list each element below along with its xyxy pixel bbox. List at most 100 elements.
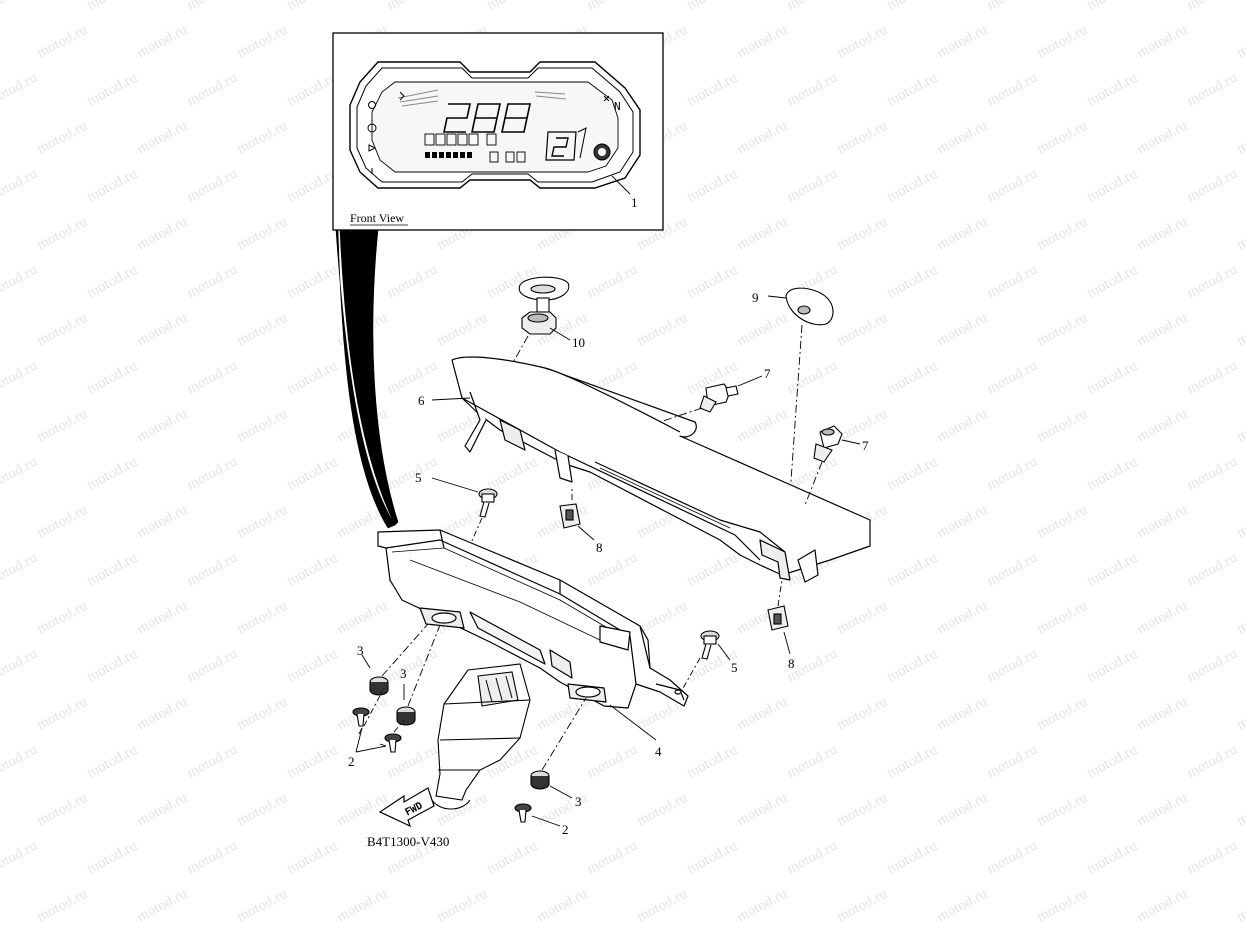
watermark-text: motod.ru	[0, 70, 41, 110]
watermark-text: motod.ru	[884, 838, 940, 878]
watermark-text: motod.ru	[984, 70, 1040, 110]
watermark-text: motod.ru	[834, 214, 890, 254]
callout-9: 9	[752, 290, 759, 305]
watermark-text: motod.ru	[634, 310, 690, 350]
watermark-text: motod.ru	[0, 358, 41, 398]
watermark-text: motod.ru	[284, 262, 340, 302]
watermark-text: motod.ru	[0, 0, 41, 14]
watermark-text: motod.ru	[284, 742, 340, 782]
front-view-label: Front View	[350, 211, 404, 225]
watermark-text: motod.ru	[1134, 598, 1190, 638]
watermark-text: motod.ru	[984, 0, 1040, 14]
svg-text:N: N	[614, 100, 621, 113]
watermark-text: motod.ru	[1184, 358, 1240, 398]
watermark-text: motod.ru	[34, 406, 90, 446]
watermark-text: motod.ru	[934, 406, 990, 446]
watermark-text: motod.ru	[884, 550, 940, 590]
watermark-text: motod.ru	[634, 886, 690, 926]
watermark-text: motod.ru	[134, 886, 190, 926]
watermark-text: motod.ru	[884, 70, 940, 110]
watermark-text: motod.ru	[284, 646, 340, 686]
watermark-text: motod.ru	[1184, 742, 1240, 782]
watermark-text: motod.ru	[834, 886, 890, 926]
watermark-text: motod.ru	[984, 550, 1040, 590]
watermark-text: motod.ru	[134, 406, 190, 446]
callout-5a: 5	[415, 470, 422, 485]
watermark-text: motod.ru	[184, 550, 240, 590]
watermark-text: motod.ru	[834, 310, 890, 350]
watermark-text: motod.ru	[484, 454, 540, 494]
watermark-text: motod.ru	[134, 598, 190, 638]
watermark-text: motod.ru	[884, 646, 940, 686]
part-7-clip-lower	[813, 425, 843, 463]
watermark-text: motod.ru	[1034, 502, 1090, 542]
watermark-text: motod.ru	[984, 358, 1040, 398]
watermark-text: motod.ru	[434, 886, 490, 926]
watermark-text: motod.ru	[284, 838, 340, 878]
watermark-text: motod.ru	[234, 886, 290, 926]
watermark-text: motod.ru	[0, 742, 41, 782]
watermark-text: motod.ru	[34, 886, 90, 926]
watermark-text: motod.ru	[784, 70, 840, 110]
watermark-text: motod.ru	[1234, 214, 1246, 254]
watermark-text: motod.ru	[884, 0, 940, 14]
watermark-text: motod.ru	[684, 550, 740, 590]
watermark-text: motod.ru	[234, 310, 290, 350]
watermark-text: motod.ru	[834, 22, 890, 62]
watermark-text: motod.ru	[84, 838, 140, 878]
watermark-text: motod.ru	[1184, 70, 1240, 110]
watermark-text: motod.ru	[584, 0, 640, 14]
watermark-text: motod.ru	[684, 742, 740, 782]
watermark-text: motod.ru	[184, 0, 240, 14]
fwd-direction-arrow: FWD	[378, 787, 435, 828]
watermark-text: motod.ru	[1234, 886, 1246, 926]
watermark-text: motod.ru	[384, 358, 440, 398]
watermark-text: motod.ru	[184, 838, 240, 878]
watermark-text: motod.ru	[234, 214, 290, 254]
watermark-text: motod.ru	[234, 22, 290, 62]
watermark-text: motod.ru	[34, 310, 90, 350]
watermark-text: motod.ru	[1134, 502, 1190, 542]
watermark-text: motod.ru	[734, 790, 790, 830]
watermark-text: motod.ru	[234, 598, 290, 638]
watermark-text: motod.ru	[784, 166, 840, 206]
part-2-screw-b	[384, 733, 402, 753]
watermark-text: motod.ru	[0, 166, 41, 206]
watermark-text: motod.ru	[84, 0, 140, 14]
watermark-text: motod.ru	[1034, 214, 1090, 254]
watermark-text: motod.ru	[1234, 502, 1246, 542]
watermark-text: motod.ru	[984, 166, 1040, 206]
watermark-text: motod.ru	[1084, 262, 1140, 302]
part-7-clip-upper	[699, 383, 739, 413]
watermark-text: motod.ru	[734, 310, 790, 350]
watermark-text: motod.ru	[84, 262, 140, 302]
watermark-text: motod.ru	[684, 0, 740, 14]
watermark-text: motod.ru	[934, 694, 990, 734]
watermark-text: motod.ru	[1234, 406, 1246, 446]
lcd-speed-digits	[443, 103, 531, 133]
watermark-text: motod.ru	[1184, 262, 1240, 302]
watermark-text: motod.ru	[134, 694, 190, 734]
watermark-text: motod.ru	[584, 742, 640, 782]
watermark-text: motod.ru	[584, 838, 640, 878]
callout-3c: 3	[575, 794, 582, 809]
callout-1: 1	[631, 195, 638, 210]
watermark-text: motod.ru	[34, 502, 90, 542]
watermark-text: motod.ru	[1234, 22, 1246, 62]
watermark-text: motod.ru	[734, 406, 790, 446]
watermark-text: motod.ru	[784, 838, 840, 878]
wire-harness-connector	[431, 663, 531, 810]
watermark-text: motod.ru	[884, 166, 940, 206]
watermark-text: motod.ru	[184, 742, 240, 782]
watermark-text: motod.ru	[1184, 166, 1240, 206]
part-8-nut-lower	[767, 605, 789, 631]
watermark-text: motod.ru	[834, 694, 890, 734]
watermark-text: motod.ru	[1084, 550, 1140, 590]
watermark-text: motod.ru	[184, 262, 240, 302]
watermark-text: motod.ru	[1184, 838, 1240, 878]
watermark-text: motod.ru	[1034, 22, 1090, 62]
watermark-text: motod.ru	[834, 790, 890, 830]
watermark-text: motod.ru	[384, 454, 440, 494]
watermark-text: motod.ru	[1034, 694, 1090, 734]
watermark-text: motod.ru	[934, 502, 990, 542]
